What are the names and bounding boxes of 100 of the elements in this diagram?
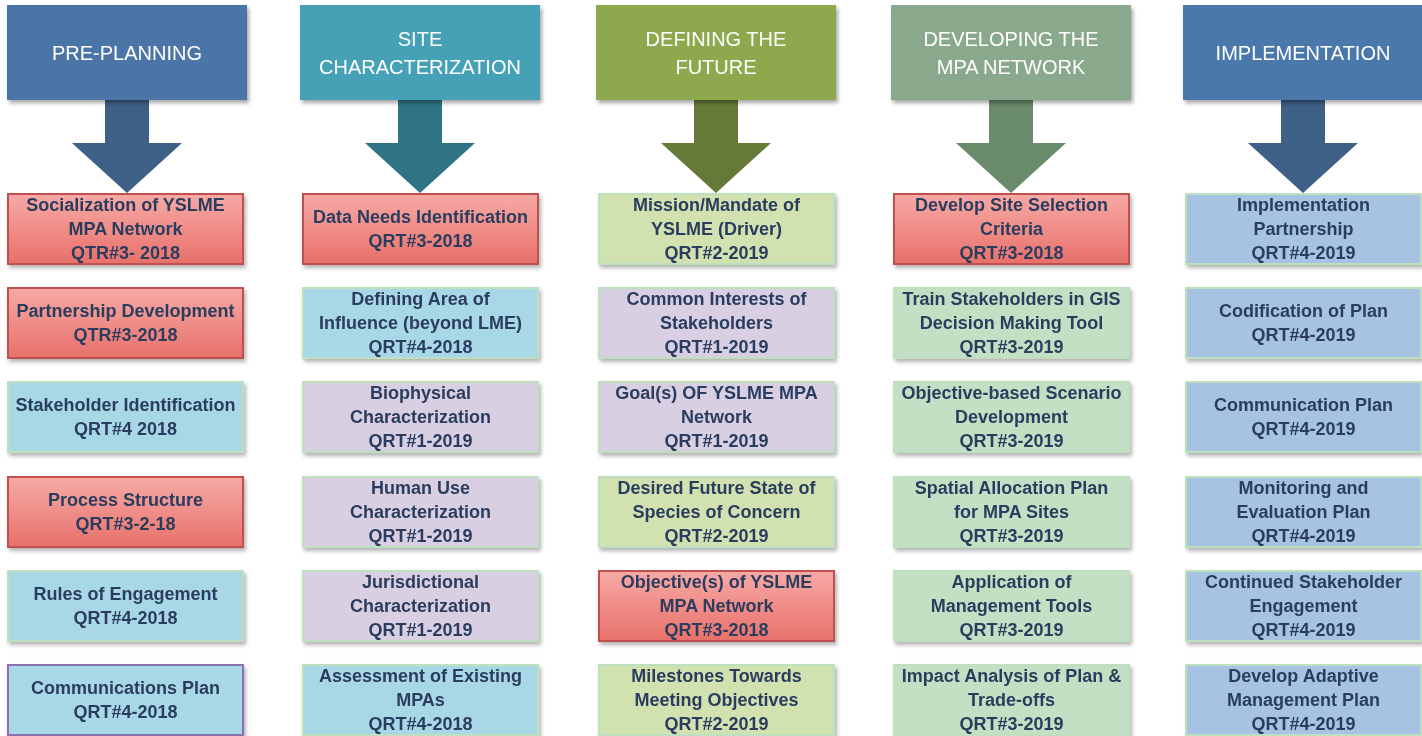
quarter-date: QRT#4-2018 (73, 607, 178, 630)
task-box (1185, 287, 1422, 359)
header-title: IMPLEMENTATION (1215, 40, 1391, 66)
quarter-date: QRT#1-2019 (368, 430, 473, 453)
stage-header (7, 5, 247, 100)
stage-header (596, 5, 836, 100)
task-title: Defining Area of Influence (beyond LME) (318, 288, 523, 335)
quarter-date: QRT#3-2018 (959, 242, 1064, 265)
task-title: Objective-based Scenario Development (901, 382, 1122, 429)
task-title: Milestones Towards Meeting Objectives (630, 665, 803, 712)
task-title: Rules of Engagement (33, 583, 218, 606)
quarter-date: QTR#3- 2018 (70, 242, 181, 265)
task-box (7, 287, 244, 359)
task-box (302, 381, 539, 453)
task-box (598, 381, 835, 453)
task-box (1185, 664, 1422, 736)
quarter-date: QRT#1-2019 (664, 430, 769, 453)
task-box (598, 476, 835, 548)
task-title: Assessment of Existing MPAs (317, 665, 524, 712)
task-box (1185, 193, 1422, 265)
task-box (7, 193, 244, 265)
quarter-date: QRT#3-2019 (959, 336, 1064, 359)
task-title: Monitoring and Evaluation Plan (1235, 477, 1372, 524)
quarter-date: QRT#4-2019 (1251, 619, 1356, 642)
quarter-date: QRT#2-2019 (664, 525, 769, 548)
header-title: DEVELOPING THE MPA NETWORK (922, 26, 1100, 80)
task-box (7, 570, 244, 642)
task-box (893, 381, 1130, 453)
task-box (7, 476, 244, 548)
task-box (598, 193, 835, 265)
quarter-date: QRT#4-2018 (368, 713, 473, 736)
task-title: Impact Analysis of Plan & Trade-offs (901, 665, 1122, 712)
quarter-date: QRT#3-2018 (368, 230, 473, 253)
task-title: Mission/Mandate of YSLME (Driver) (632, 194, 801, 241)
quarter-date: QRT#1-2019 (664, 336, 769, 359)
quarter-date: QRT#3-2018 (664, 619, 769, 642)
task-title: Application of Management Tools (929, 571, 1094, 618)
task-box (302, 664, 539, 736)
task-box (893, 664, 1130, 736)
quarter-date: QRT#4-2018 (73, 701, 178, 724)
header-title: DEFINING THE FUTURE (644, 26, 788, 80)
task-box (302, 570, 539, 642)
task-box (598, 664, 835, 736)
task-title: Spatial Allocation Plan for MPA Sites (913, 477, 1110, 524)
down-arrow (72, 100, 182, 193)
task-box (302, 193, 539, 265)
header-title: PRE-PLANNING (52, 40, 202, 66)
task-box (598, 287, 835, 359)
quarter-date: QRT#1-2019 (368, 525, 473, 548)
task-box (1185, 476, 1422, 548)
task-title: Develop Site Selection Criteria (913, 194, 1110, 241)
quarter-date: QRT#4-2018 (368, 336, 473, 359)
quarter-date: QRT#1-2019 (368, 619, 473, 642)
task-box (7, 664, 244, 736)
quarter-date: QRT#4 2018 (73, 418, 178, 441)
task-box (7, 381, 244, 453)
task-box (1185, 381, 1422, 453)
quarter-date: QRT#4-2019 (1251, 525, 1356, 548)
quarter-date: QRT#3-2019 (959, 619, 1064, 642)
down-arrow (661, 100, 771, 193)
quarter-date: QRT#2-2019 (664, 242, 769, 265)
stage-header (1183, 5, 1422, 100)
quarter-date: QRT#4-2019 (1251, 418, 1356, 441)
task-box (1185, 570, 1422, 642)
task-box (893, 476, 1130, 548)
quarter-date: QRT#4-2019 (1251, 242, 1356, 265)
down-arrow (956, 100, 1066, 193)
task-title: Objective(s) of YSLME MPA Network (619, 571, 814, 618)
task-title: Continued Stakeholder Engagement (1204, 571, 1403, 618)
quarter-date: QRT#4-2019 (1251, 713, 1356, 736)
task-box (893, 287, 1130, 359)
quarter-date: QTR#3-2018 (73, 324, 178, 347)
task-title: Codification of Plan (1219, 300, 1388, 323)
quarter-date: QRT#4-2019 (1251, 324, 1356, 347)
task-title: Stakeholder Identification (15, 394, 236, 417)
quarter-date: QRT#3-2019 (959, 430, 1064, 453)
down-arrow (1248, 100, 1358, 193)
task-title: Partnership Development (16, 300, 235, 323)
task-title: Human Use Characterization (348, 477, 492, 524)
task-title: Goal(s) OF YSLME MPA Network (614, 382, 819, 429)
task-title: Biophysical Characterization (348, 382, 492, 429)
task-title: Desired Future State of Species of Concern (616, 477, 817, 524)
stage-header (300, 5, 540, 100)
task-box (598, 570, 835, 642)
quarter-date: QRT#3-2-18 (75, 513, 176, 536)
task-box (893, 193, 1130, 265)
task-title: Develop Adaptive Management Plan (1225, 665, 1381, 712)
task-title: Data Needs Identification (312, 206, 528, 229)
header-title: SITE CHARACTERIZATION (318, 26, 522, 80)
task-box (893, 570, 1130, 642)
task-title: Process Structure (47, 489, 204, 512)
task-title: Common Interests of Stakeholders (625, 288, 808, 335)
task-box (302, 287, 539, 359)
task-box (302, 476, 539, 548)
task-title: Socialization of YSLME MPA Network (25, 194, 226, 241)
task-title: Implementation Partnership (1236, 194, 1371, 241)
stage-header (891, 5, 1131, 100)
down-arrow (365, 100, 475, 193)
task-title: Communications Plan (31, 677, 220, 700)
quarter-date: QRT#3-2019 (959, 525, 1064, 548)
